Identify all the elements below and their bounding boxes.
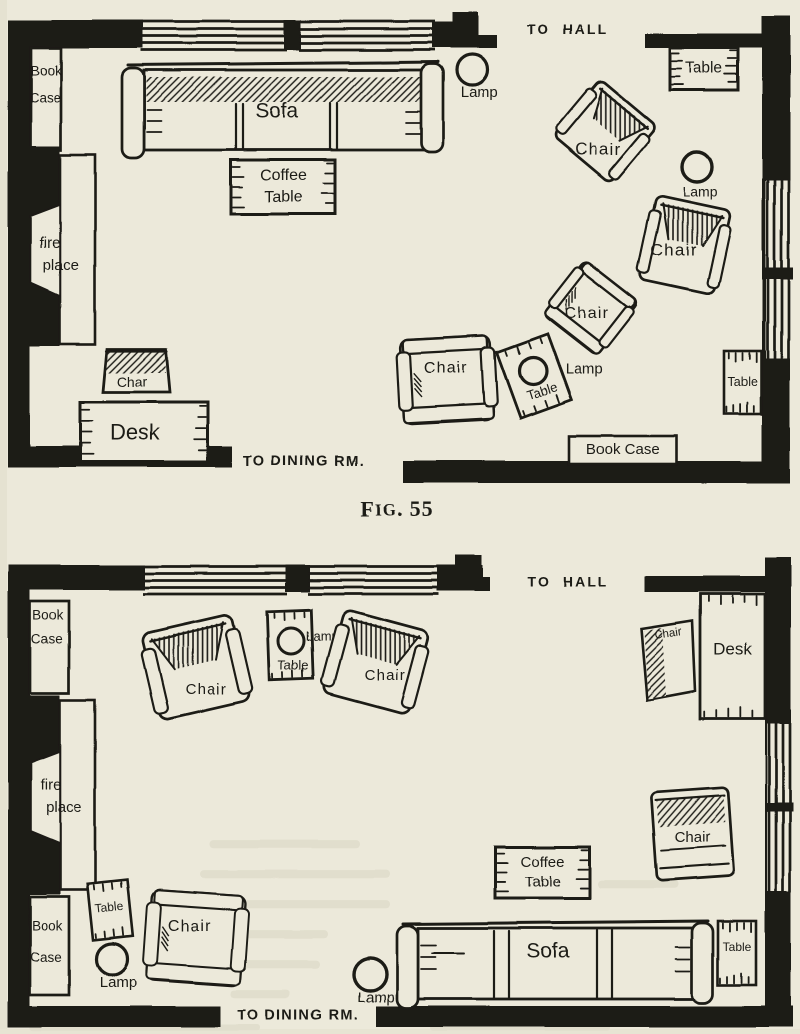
svg-text:Chair: Chair [575, 139, 622, 158]
svg-text:Chair: Chair [654, 626, 683, 642]
svg-text:TO DINING RM.: TO DINING RM. [237, 1008, 359, 1024]
svg-text:Chair: Chair [565, 305, 609, 322]
svg-text:Lamp: Lamp [99, 974, 137, 991]
svg-text:FIG. 55: FIG. 55 [360, 496, 433, 521]
svg-text:Lamp: Lamp [357, 989, 395, 1006]
svg-text:Char: Char [117, 374, 148, 390]
svg-text:Table: Table [264, 189, 302, 206]
svg-text:Desk: Desk [713, 639, 752, 658]
svg-text:Table: Table [685, 60, 722, 77]
svg-text:Book Case: Book Case [586, 441, 659, 458]
svg-text:Lamp: Lamp [682, 184, 717, 200]
svg-text:Case: Case [31, 632, 63, 647]
svg-text:Chair: Chair [168, 918, 212, 935]
svg-text:Desk: Desk [110, 420, 161, 445]
svg-text:Coffee: Coffee [260, 168, 307, 185]
svg-text:Table: Table [94, 899, 124, 916]
svg-text:TO DINING RM.: TO DINING RM. [243, 453, 365, 469]
svg-text:Coffee: Coffee [521, 854, 565, 871]
svg-text:place: place [46, 799, 82, 816]
svg-text:Sofa: Sofa [526, 940, 570, 963]
svg-text:Lamp: Lamp [460, 84, 498, 101]
svg-text:Chair: Chair [424, 360, 468, 377]
svg-text:Chair: Chair [185, 681, 227, 698]
svg-text:TO HALL: TO HALL [527, 574, 609, 590]
svg-text:fire: fire [41, 777, 62, 794]
svg-text:Sofa: Sofa [255, 100, 299, 123]
svg-text:Lamp: Lamp [565, 361, 603, 378]
svg-text:Chair: Chair [674, 829, 710, 846]
svg-text:fire: fire [40, 235, 61, 252]
svg-text:Case: Case [29, 91, 61, 106]
svg-text:place: place [43, 257, 79, 274]
svg-text:Chair: Chair [651, 240, 698, 259]
svg-text:Lamp: Lamp [306, 628, 339, 643]
svg-text:Book: Book [32, 919, 63, 934]
svg-text:Book: Book [33, 608, 64, 623]
svg-text:Case: Case [30, 950, 62, 965]
svg-text:Table: Table [277, 657, 308, 672]
svg-text:Table: Table [525, 873, 561, 890]
svg-text:TO HALL: TO HALL [527, 22, 609, 38]
svg-text:Chair: Chair [364, 667, 406, 684]
svg-text:Book: Book [31, 64, 62, 79]
svg-text:Table: Table [728, 375, 758, 389]
svg-text:Table: Table [723, 940, 752, 954]
